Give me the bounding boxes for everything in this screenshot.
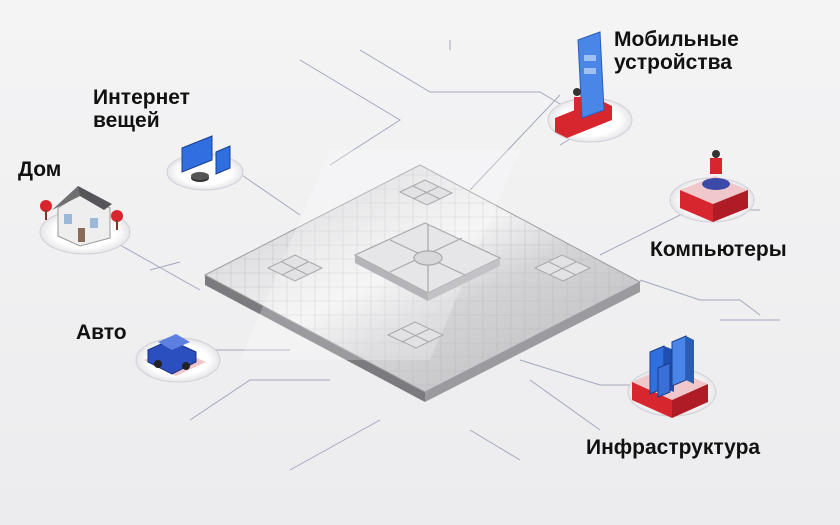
smartphone-icon (573, 31, 605, 119)
chip-contact-pad (398, 179, 454, 206)
auto-label-text: Авто (76, 321, 127, 344)
home-node (39, 186, 131, 255)
chip-contact-pad (533, 254, 592, 282)
computers-node (669, 150, 755, 223)
home-label-text: Дом (18, 158, 62, 181)
computer-icon (702, 150, 730, 190)
infrastructure-node (627, 335, 717, 418)
iot-label-line2: вещей (93, 109, 160, 132)
house-icon (40, 186, 123, 247)
infrastructure-label: Инфраструктура (586, 436, 760, 459)
mobile-label-line2: устройства (614, 51, 732, 74)
iot-label: Интернет вещей (93, 86, 190, 132)
chip-contact-pad (266, 254, 324, 282)
infrastructure-label-text: Инфраструктура (586, 436, 761, 459)
auto-node (135, 334, 221, 383)
computers-label: Компьютеры (650, 238, 787, 261)
chip-contact-pad (386, 321, 445, 349)
devices-icon (181, 135, 231, 182)
auto-label: Авто (76, 321, 127, 344)
buildings-icon (649, 335, 694, 398)
computers-label-text: Компьютеры (650, 238, 787, 261)
mobile-label: Мобильные устройства (614, 28, 739, 74)
iot-label-line1: Интернет (93, 86, 190, 109)
home-label: Дом (18, 158, 61, 181)
central-chip (203, 150, 642, 402)
mobile-label-line1: Мобильные (614, 28, 739, 51)
mobile-node (547, 31, 633, 143)
chip-center-contact (353, 222, 502, 301)
iot-node (166, 135, 244, 191)
car-icon (147, 334, 197, 375)
